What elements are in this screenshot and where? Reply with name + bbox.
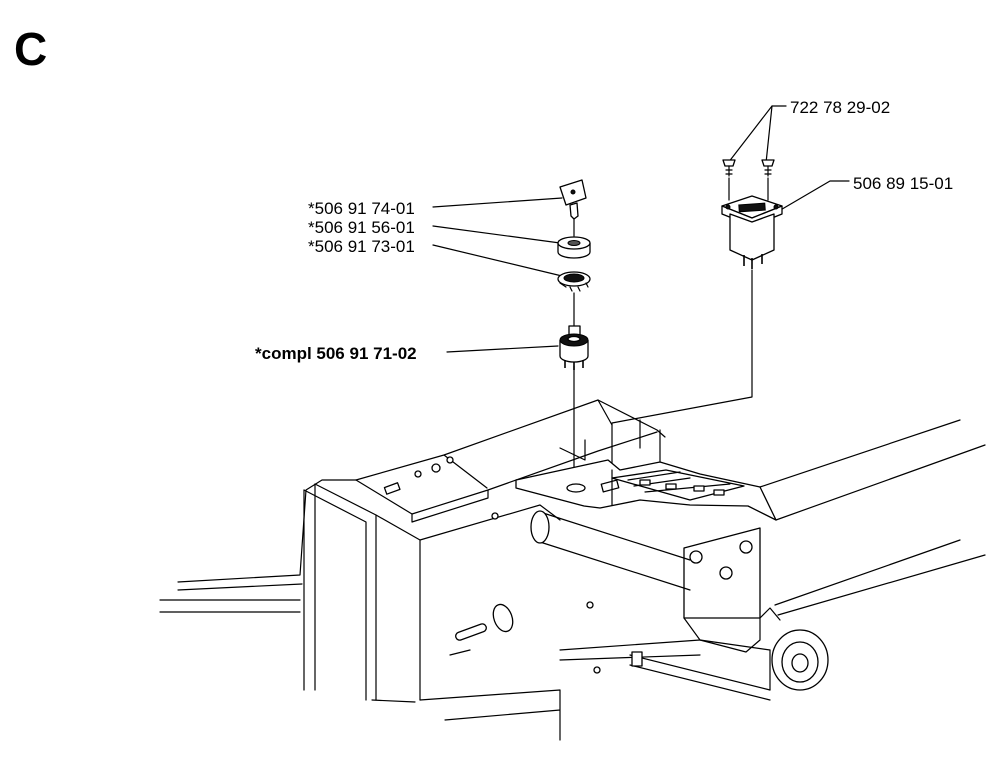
socket-icon — [721, 195, 783, 269]
leader-lines — [432, 105, 850, 353]
tractor-frame — [159, 399, 986, 741]
part-number-rivet: 722 78 29-02 — [790, 98, 891, 117]
section-letter: C — [14, 23, 48, 75]
key-icon — [559, 179, 587, 220]
part-number-washer: *506 91 73-01 — [308, 237, 415, 256]
part-number-socket: 506 89 15-01 — [853, 174, 954, 193]
washer-icon — [557, 271, 591, 292]
part-number-ignition-switch: *compl 506 91 71-02 — [255, 344, 417, 363]
rivet-icon — [722, 159, 775, 177]
part-number-nut: *506 91 56-01 — [308, 218, 415, 237]
nut-icon — [557, 236, 591, 259]
part-number-key: *506 91 74-01 — [308, 199, 415, 218]
ignition-switch-icon — [559, 325, 589, 370]
